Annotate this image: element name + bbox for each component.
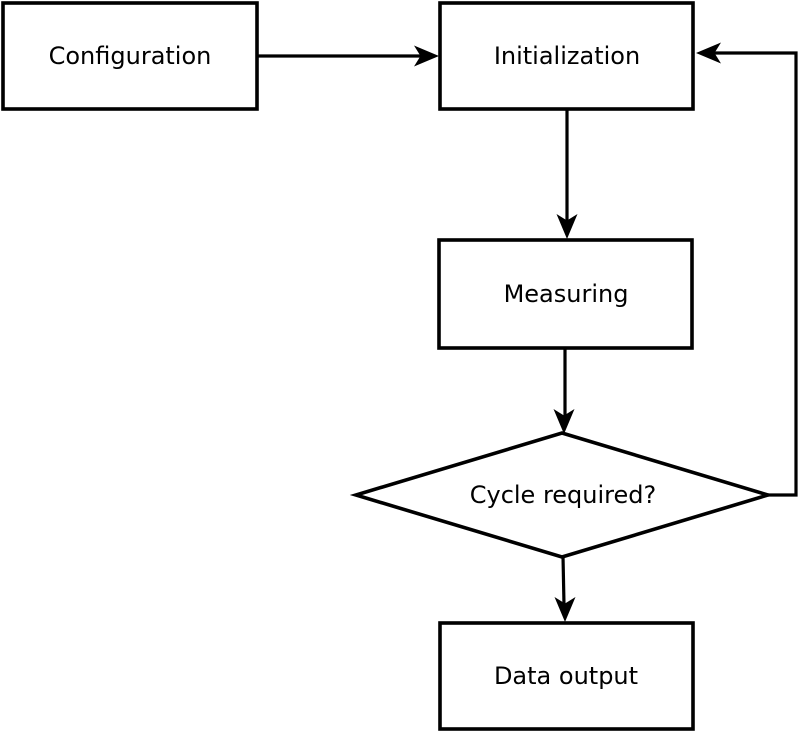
edge-loop-line xyxy=(711,51,798,497)
cycle-required-diamond xyxy=(349,431,775,559)
measuring-box xyxy=(437,238,694,350)
cycle-required-label: Cycle required? xyxy=(470,481,657,509)
arrowhead-down-icon xyxy=(553,409,575,434)
data-output-label: Data output xyxy=(494,662,638,690)
measuring-label: Measuring xyxy=(504,280,629,308)
arrowhead-left-icon xyxy=(696,42,721,64)
edge-cycle-required-to-data-output xyxy=(554,555,576,622)
edge-initialization-to-measuring xyxy=(556,109,578,239)
configuration-box xyxy=(1,1,259,111)
initialization-box xyxy=(438,1,695,111)
edge-line xyxy=(561,555,566,606)
node-initialization: Initialization xyxy=(438,1,695,111)
node-data-output: Data output xyxy=(438,621,695,731)
arrowhead-right-icon xyxy=(414,45,439,67)
node-cycle-required: Cycle required? xyxy=(349,431,775,559)
node-measuring: Measuring xyxy=(437,238,694,350)
edge-configuration-to-initialization xyxy=(258,45,439,67)
edge-measuring-to-cycle-required xyxy=(553,349,575,434)
data-output-box xyxy=(438,621,695,731)
arrowhead-down-icon xyxy=(556,214,578,239)
node-configuration: Configuration xyxy=(1,1,259,111)
initialization-label: Initialization xyxy=(494,42,640,70)
configuration-label: Configuration xyxy=(49,42,212,70)
arrowhead-down-icon xyxy=(554,597,576,622)
edge-cycle-required-to-initialization-loop xyxy=(696,42,798,497)
